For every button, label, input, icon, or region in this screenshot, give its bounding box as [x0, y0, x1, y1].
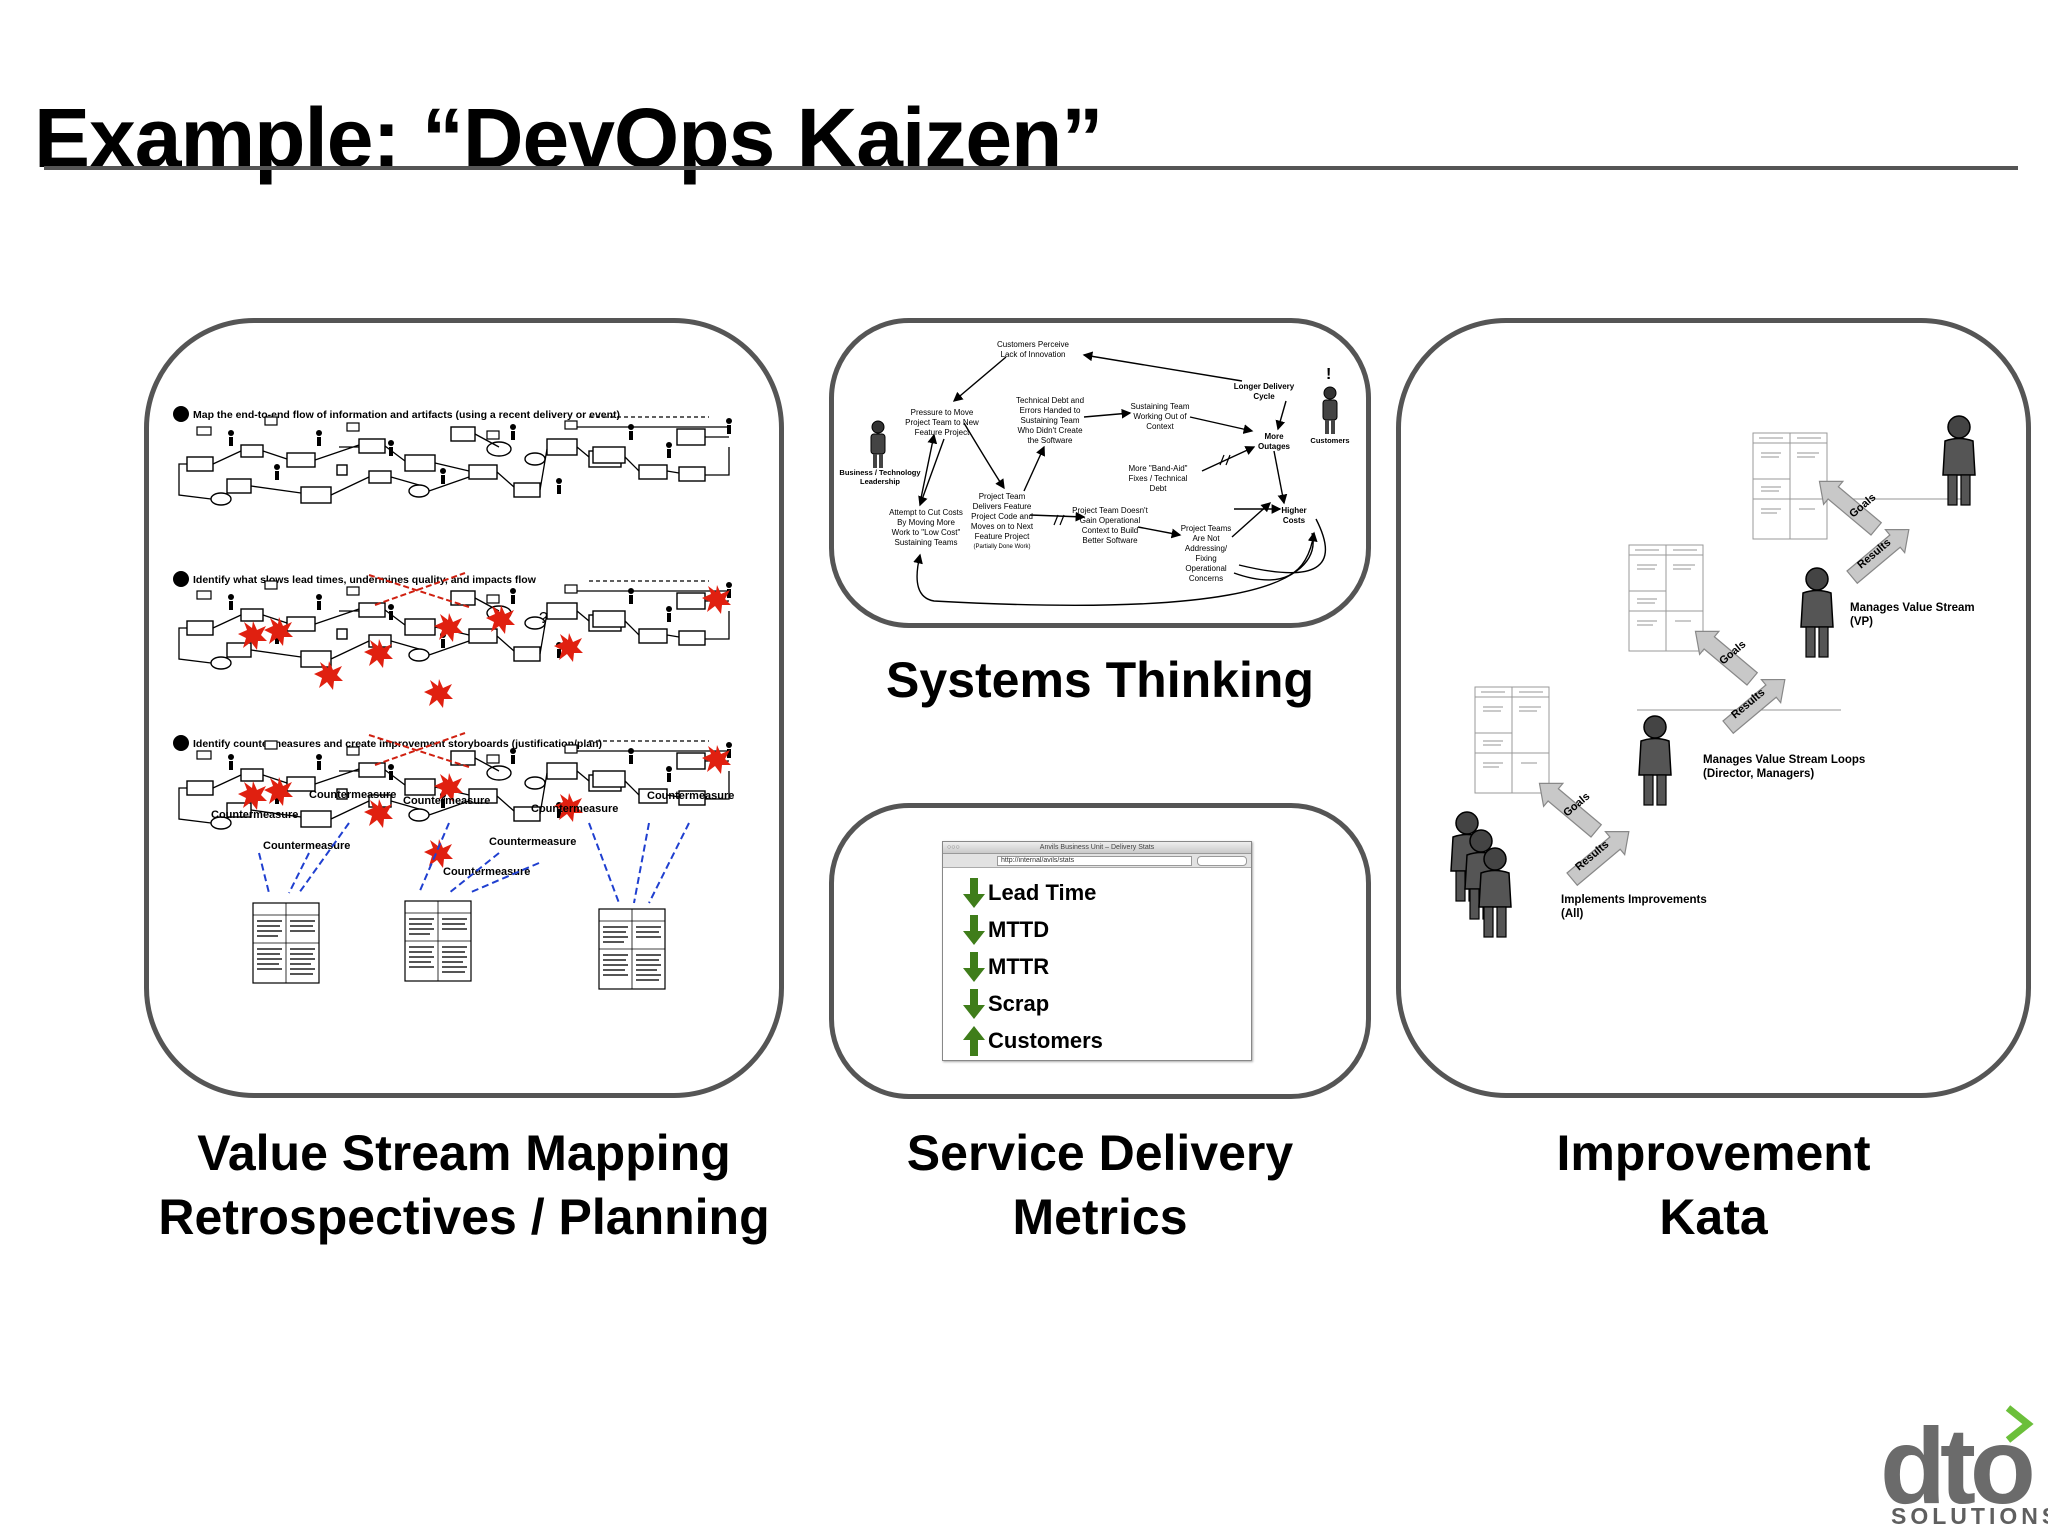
window-toolbar: http://internal/avils/stats	[943, 854, 1251, 868]
kata-label-top: Manages Value Stream(VP)	[1850, 602, 1975, 628]
metrics-caption: Service Delivery Metrics	[829, 1121, 1371, 1249]
metric-label-scrap: Scrap	[988, 990, 1050, 1016]
kata-diagram: Goals Results Goals Results Goals Result…	[1450, 415, 1976, 938]
person-icon-director	[1638, 715, 1672, 806]
kata-caption-line1: Improvement	[1556, 1125, 1871, 1181]
vsm-flow-map-2	[178, 572, 733, 670]
step1-marker	[173, 406, 189, 422]
arrow-up-icon	[963, 1025, 985, 1056]
metrics-list: Lead Time MTTD MTTR Scrap Customers	[943, 868, 1251, 1059]
arrow-down-icon	[963, 877, 985, 908]
slide-title: Example: “DevOps Kaizen”	[34, 91, 1103, 185]
metric-label-customers: Customers	[988, 1027, 1103, 1053]
metric-row: MTTR	[963, 948, 1251, 985]
kata-label-mid: Manages Value Stream Loops(Director, Man…	[1703, 754, 1865, 780]
vsm-flow-map-1	[178, 416, 733, 506]
dto-logo: dto	[1880, 1405, 2036, 1526]
countermeasure-label: Countermeasure	[443, 866, 530, 878]
exclamation-mark: !	[1326, 366, 1331, 383]
step2-marker	[173, 571, 189, 587]
step3-marker	[173, 735, 189, 751]
metrics-window: ○○○ Anvils Business Unit – Delivery Stat…	[942, 841, 1252, 1061]
vsm-caption: Value Stream Mapping Retrospectives / Pl…	[94, 1121, 834, 1249]
logo-chevron-icon	[2005, 1405, 2034, 1443]
metric-label-mttr: MTTR	[988, 953, 1050, 979]
metrics-panel: ○○○ Anvils Business Unit – Delivery Stat…	[829, 803, 1371, 1099]
vsm-flow-map-3	[178, 732, 733, 830]
countermeasure-label: Countermeasure	[531, 803, 618, 815]
vsm-caption-line1: Value Stream Mapping	[197, 1125, 731, 1181]
countermeasure-label: Countermeasure	[489, 836, 576, 848]
systems-thinking-caption: Systems Thinking	[886, 652, 1314, 708]
metric-label-lead-time: Lead Time	[988, 879, 1097, 905]
person-icon-team	[1450, 811, 1512, 938]
kata-label-bottom: Implements Improvements(All)	[1561, 894, 1707, 920]
storyboard-links	[258, 822, 690, 904]
storyboard-docs	[252, 900, 666, 990]
svg-text:1: 1	[178, 409, 184, 421]
metric-row: Customers	[963, 1022, 1251, 1059]
countermeasure-label: Countermeasure	[647, 790, 734, 802]
kata-caption: Improvement Kata	[1396, 1121, 2031, 1249]
url-field[interactable]: http://internal/avils/stats	[997, 856, 1192, 866]
actor-leadership	[870, 420, 886, 469]
countermeasure-labels: Countermeasure Countermeasure Countermea…	[211, 789, 734, 878]
countermeasure-label: Countermeasure	[403, 795, 490, 807]
kata-storyboard-mid	[1628, 544, 1704, 652]
metrics-caption-line2: Metrics	[1012, 1189, 1188, 1245]
window-controls: ○○○	[947, 844, 960, 851]
person-icon-vp	[1942, 415, 1976, 506]
svg-text:3: 3	[178, 738, 184, 750]
vsm-panel: 1 Map the end-to-end flow of information…	[144, 318, 784, 1098]
kata-storyboard-top	[1752, 432, 1828, 540]
search-field[interactable]	[1197, 856, 1247, 866]
vsm-diagram: 1 Map the end-to-end flow of information…	[173, 406, 734, 990]
metric-row: MTTD	[963, 911, 1251, 948]
kata-caption-line2: Kata	[1659, 1189, 1768, 1245]
countermeasure-label: Countermeasure	[263, 840, 350, 852]
vsm-caption-line2: Retrospectives / Planning	[158, 1189, 770, 1245]
kata-panel: Goals Results Goals Results Goals Result…	[1396, 318, 2031, 1098]
causal-loop-arrows	[913, 351, 1327, 606]
countermeasure-label: Countermeasure	[309, 789, 396, 801]
metric-label-mttd: MTTD	[988, 916, 1050, 942]
person-icon-manager	[1800, 567, 1834, 658]
vsm-step1-label: Map the end-to-end flow of information a…	[193, 409, 620, 421]
metric-row: Scrap	[963, 985, 1251, 1022]
actor-customers-label: Customers	[1310, 436, 1349, 445]
svg-text:2: 2	[178, 574, 184, 586]
arrow-down-icon	[963, 951, 985, 982]
kata-storyboard-bottom	[1474, 686, 1550, 794]
title-underline	[44, 166, 2018, 170]
arrow-down-icon	[963, 988, 985, 1019]
metrics-caption-line1: Service Delivery	[906, 1125, 1294, 1181]
arrow-down-icon	[963, 914, 985, 945]
logo-solutions-text: SOLUTIONS	[1891, 1503, 2048, 1529]
window-title: Anvils Business Unit – Delivery Stats	[1039, 844, 1155, 851]
question-mark: ?	[539, 610, 548, 627]
countermeasure-label: Countermeasure	[211, 809, 298, 821]
metric-row: Lead Time	[963, 874, 1251, 911]
vsm-step2-label: Identify what slows lead times, undermin…	[193, 574, 537, 586]
actor-customers	[1322, 386, 1338, 435]
window-titlebar: ○○○ Anvils Business Unit – Delivery Stat…	[943, 842, 1251, 854]
